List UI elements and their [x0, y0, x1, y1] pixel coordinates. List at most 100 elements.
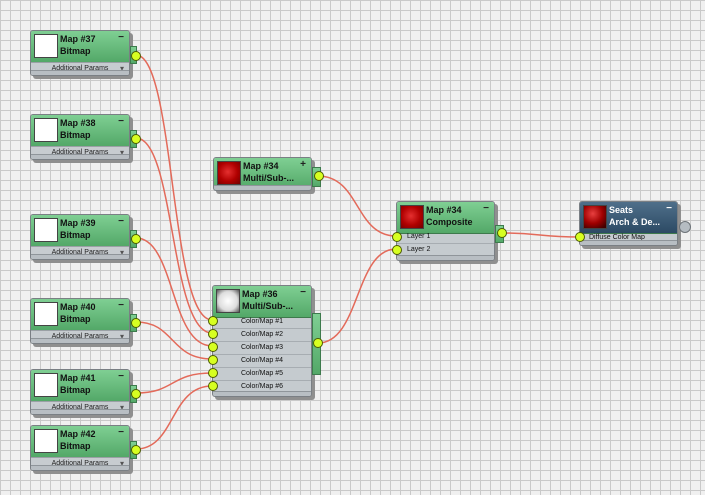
slot-label: Layer 2	[407, 246, 431, 253]
material-thumbnail	[217, 161, 241, 185]
node-map37[interactable]: Map #37 Bitmap − Additional Params ▾	[30, 30, 141, 79]
output-port[interactable]	[131, 445, 141, 455]
output-port[interactable]	[131, 51, 141, 61]
output-port[interactable]	[497, 228, 507, 238]
node-footer	[31, 154, 129, 159]
output-port[interactable]	[131, 134, 141, 144]
node-map42[interactable]: Map #42 Bitmap − Additional Params ▾	[30, 425, 141, 474]
node-body: Map #34 Multi/Sub-... +	[213, 157, 312, 191]
node-title: Map #39	[60, 218, 96, 228]
node-header[interactable]: Map #38 Bitmap −	[31, 115, 129, 147]
input-slot-layer1[interactable]: Layer 1	[397, 230, 494, 244]
node-header[interactable]: Map #34 Multi/Sub-... +	[214, 158, 311, 190]
material-sphere-thumbnail	[583, 205, 607, 229]
node-header[interactable]: Map #42 Bitmap −	[31, 426, 129, 458]
node-subtitle: Bitmap	[60, 230, 91, 240]
node-footer	[31, 338, 129, 343]
node-seats-material[interactable]: Seats Arch & De... − Diffuse Color Map	[575, 201, 691, 249]
input-slot[interactable]: Color/Map #2	[213, 328, 311, 342]
slot-label: Diffuse Color Map	[589, 234, 645, 241]
node-footer	[214, 185, 311, 190]
input-port-layer2[interactable]	[392, 245, 402, 255]
node-map34-composite[interactable]: Map #34 Composite − Layer 1 Layer 2	[392, 201, 507, 264]
input-port-diffuse[interactable]	[575, 232, 585, 242]
output-port[interactable]	[131, 389, 141, 399]
bitmap-thumbnail	[34, 429, 58, 453]
bitmap-thumbnail	[34, 218, 58, 242]
collapse-icon[interactable]: −	[118, 32, 124, 43]
slot-label: Color/Map #1	[240, 318, 284, 325]
node-title: Seats	[609, 205, 634, 215]
node-header[interactable]: Seats Arch & De... −	[580, 202, 677, 234]
material-thumbnail	[216, 289, 240, 313]
output-connector[interactable]	[679, 221, 691, 233]
output-port[interactable]	[131, 318, 141, 328]
node-map38[interactable]: Map #38 Bitmap − Additional Params ▾	[30, 114, 141, 163]
input-slot[interactable]: Color/Map #4	[213, 354, 311, 368]
node-footer	[31, 409, 129, 414]
input-port-5[interactable]	[208, 368, 218, 378]
expand-arrow-icon: ▾	[119, 459, 124, 468]
collapse-icon[interactable]: −	[118, 216, 124, 227]
output-port[interactable]	[313, 338, 323, 348]
node-map34-multisub[interactable]: Map #34 Multi/Sub-... +	[213, 157, 324, 194]
output-port[interactable]	[314, 171, 324, 181]
expand-arrow-icon: ▾	[119, 148, 124, 157]
input-port-6[interactable]	[208, 381, 218, 391]
expand-arrow-icon: ▾	[119, 248, 124, 257]
collapse-icon[interactable]: −	[666, 203, 672, 214]
node-subtitle: Bitmap	[60, 130, 91, 140]
collapse-icon[interactable]: −	[118, 300, 124, 311]
additional-params-label: Additional Params	[51, 249, 109, 256]
input-port-1[interactable]	[208, 316, 218, 326]
collapse-icon[interactable]: −	[118, 116, 124, 127]
bitmap-thumbnail	[34, 302, 58, 326]
node-title: Map #41	[60, 373, 96, 383]
node-title: Map #42	[60, 429, 96, 439]
slot-label: Color/Map #3	[240, 344, 284, 351]
input-port-4[interactable]	[208, 355, 218, 365]
input-port-layer1[interactable]	[392, 232, 402, 242]
wire-composite-to-seats-diffuse	[501, 232, 580, 238]
collapse-icon[interactable]: −	[300, 287, 306, 298]
slot-label: Color/Map #4	[240, 357, 284, 364]
input-slot[interactable]: Color/Map #3	[213, 341, 311, 355]
input-slot[interactable]: Color/Map #1	[213, 315, 311, 329]
wire-map39-to-map36-slot3	[135, 237, 213, 347]
slot-label: Color/Map #2	[240, 331, 284, 338]
input-port-2[interactable]	[208, 329, 218, 339]
wire-map42-to-map36-slot6	[135, 385, 213, 450]
bitmap-thumbnail	[34, 34, 58, 58]
additional-params-label: Additional Params	[51, 333, 109, 340]
node-footer	[31, 70, 129, 75]
node-subtitle: Bitmap	[60, 385, 91, 395]
expand-icon[interactable]: +	[300, 159, 306, 170]
node-subtitle: Bitmap	[60, 441, 91, 451]
input-port-3[interactable]	[208, 342, 218, 352]
node-map40[interactable]: Map #40 Bitmap − Additional Params ▾	[30, 298, 141, 347]
node-header[interactable]: Map #39 Bitmap −	[31, 215, 129, 247]
node-map41[interactable]: Map #41 Bitmap − Additional Params ▾	[30, 369, 141, 418]
expand-arrow-icon: ▾	[119, 64, 124, 73]
node-header[interactable]: Map #34 Composite −	[397, 202, 494, 234]
node-title: Map #36	[242, 289, 278, 299]
node-subtitle: Arch & De...	[609, 217, 661, 227]
wire-map38-to-map36-slot2	[135, 137, 213, 334]
input-slot[interactable]: Color/Map #5	[213, 367, 311, 381]
node-header[interactable]: Map #36 Multi/Sub-... −	[213, 286, 311, 318]
node-subtitle: Multi/Sub-...	[242, 301, 293, 311]
collapse-icon[interactable]: −	[118, 371, 124, 382]
node-header[interactable]: Map #37 Bitmap −	[31, 31, 129, 63]
node-body: Map #42 Bitmap − Additional Params ▾	[30, 425, 130, 471]
collapse-icon[interactable]: −	[118, 427, 124, 438]
node-footer	[213, 391, 311, 396]
output-port[interactable]	[131, 234, 141, 244]
node-title: Map #40	[60, 302, 96, 312]
node-header[interactable]: Map #41 Bitmap −	[31, 370, 129, 402]
wire-map40-to-map36-slot4	[135, 321, 213, 360]
node-map36[interactable]: Map #36 Multi/Sub-... − Color/Map #1 Col…	[208, 285, 323, 400]
node-title: Map #38	[60, 118, 96, 128]
collapse-icon[interactable]: −	[483, 203, 489, 214]
node-map39[interactable]: Map #39 Bitmap − Additional Params ▾	[30, 214, 141, 263]
node-header[interactable]: Map #40 Bitmap −	[31, 299, 129, 331]
